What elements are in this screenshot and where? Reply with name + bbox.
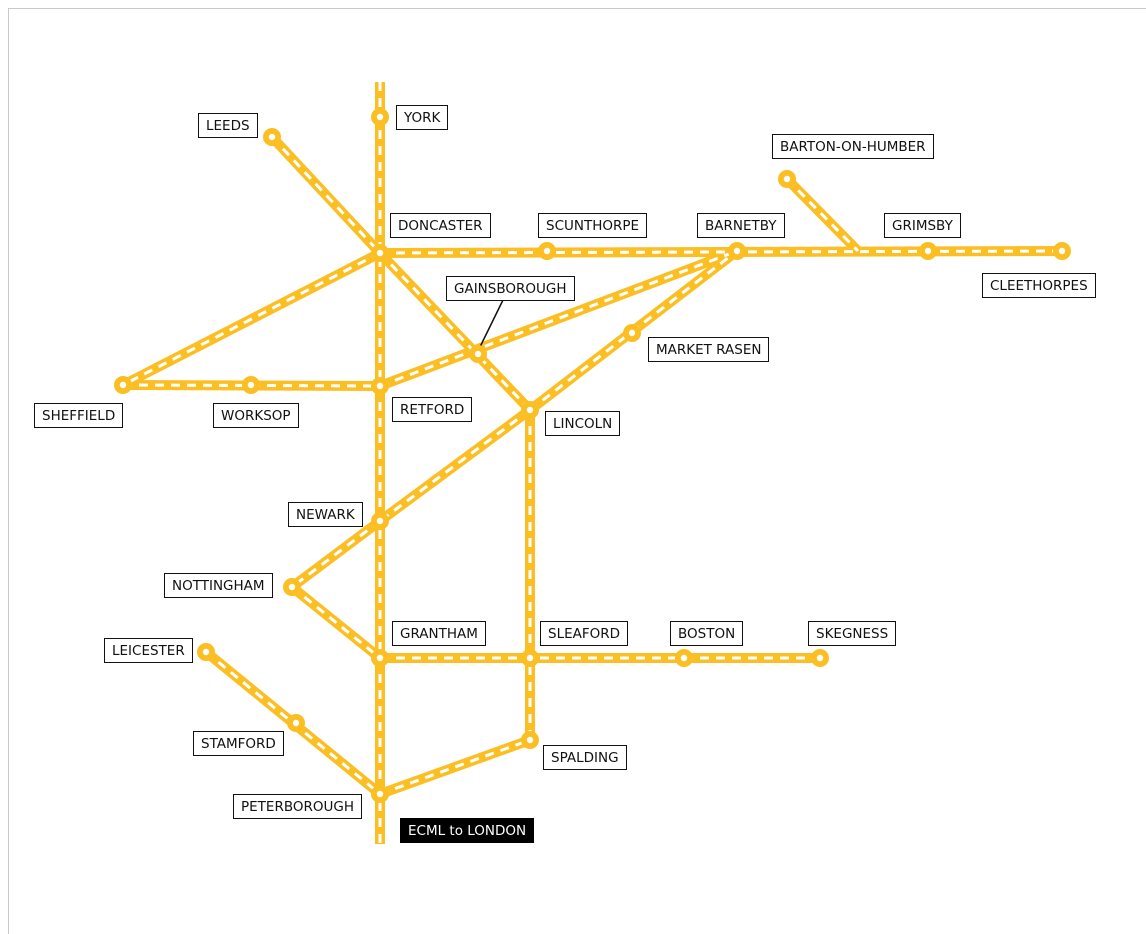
station-marker-center — [1058, 247, 1066, 255]
station-marker-center — [376, 113, 384, 121]
station-label-grantham: GRANTHAM — [392, 621, 486, 646]
station-marker-center — [526, 654, 534, 662]
station-label-cleethorpes: CLEETHORPES — [982, 273, 1096, 298]
rail-line-dash — [122, 251, 381, 387]
station-label-lincoln: LINCOLN — [545, 411, 621, 436]
station-marker-center — [816, 654, 824, 662]
rail-line-segment — [377, 405, 533, 526]
station-marker-center — [526, 406, 534, 414]
map-frame — [8, 8, 1146, 934]
station-marker-center — [783, 175, 791, 183]
rail-line-segment — [378, 246, 739, 391]
station-label-scunthorpe: SCUNTHORPE — [538, 213, 648, 238]
rail-line-dash — [785, 177, 860, 253]
station-label-retford: RETFORD — [392, 397, 473, 422]
station-label-barton: BARTON-ON-HUMBER — [772, 134, 934, 159]
gainsborough-leader-line — [477, 299, 504, 352]
station-marker-center — [680, 654, 688, 662]
station-label-worksop: WORKSOP — [213, 403, 299, 428]
station-marker-center — [292, 719, 300, 727]
station-marker-center — [376, 382, 384, 390]
station-label-peterborough: PETERBOROUGH — [233, 794, 362, 819]
ecml-to-london-label: ECML to LONDON — [400, 818, 535, 843]
station-label-leicester: LEICESTER — [104, 638, 193, 663]
station-marker-center — [376, 790, 384, 798]
station-marker-center — [268, 133, 276, 141]
station-label-gainsborough: GAINSBOROUGH — [446, 276, 575, 301]
station-label-stamford: STAMFORD — [193, 731, 284, 756]
station-label-boston: BOSTON — [670, 621, 744, 646]
station-marker-center — [924, 247, 932, 255]
station-marker-center — [474, 350, 482, 358]
station-marker-center — [288, 583, 296, 591]
station-label-sleaford: SLEAFORD — [540, 621, 629, 646]
station-label-market_rasen: MARKET RASEN — [648, 337, 770, 362]
station-marker-center — [119, 381, 127, 389]
station-marker-center — [628, 329, 636, 337]
rail-line-dash — [378, 251, 532, 412]
station-label-york: YORK — [396, 105, 449, 130]
station-label-nottingham: NOTTINGHAM — [164, 573, 273, 598]
station-label-sheffield: SHEFFIELD — [34, 403, 124, 428]
rail-line-dash — [291, 585, 381, 660]
station-marker-center — [202, 648, 210, 656]
station-marker-center — [376, 654, 384, 662]
rail-line-dash — [291, 519, 381, 589]
rail-lines — [120, 82, 1063, 844]
station-marker-center — [247, 381, 255, 389]
station-marker-center — [376, 249, 384, 257]
station-label-newark: NEWARK — [288, 502, 363, 527]
station-marker-center — [526, 736, 534, 744]
station-label-grimsby: GRIMSBY — [884, 213, 961, 238]
station-label-spalding: SPALDING — [543, 745, 627, 770]
station-label-skegness: SKEGNESS — [808, 621, 897, 646]
rail-line-dash — [270, 135, 382, 255]
station-markers — [114, 108, 1071, 803]
station-label-doncaster: DONCASTER — [390, 213, 491, 238]
station-label-barnetby: BARNETBY — [697, 213, 785, 238]
station-marker-center — [733, 247, 741, 255]
station-marker-center — [376, 517, 384, 525]
station-label-leeds: LEEDS — [198, 113, 258, 138]
rail-line-dash — [379, 249, 1063, 255]
rail-line-dash — [379, 738, 531, 796]
station-marker-center — [543, 247, 551, 255]
